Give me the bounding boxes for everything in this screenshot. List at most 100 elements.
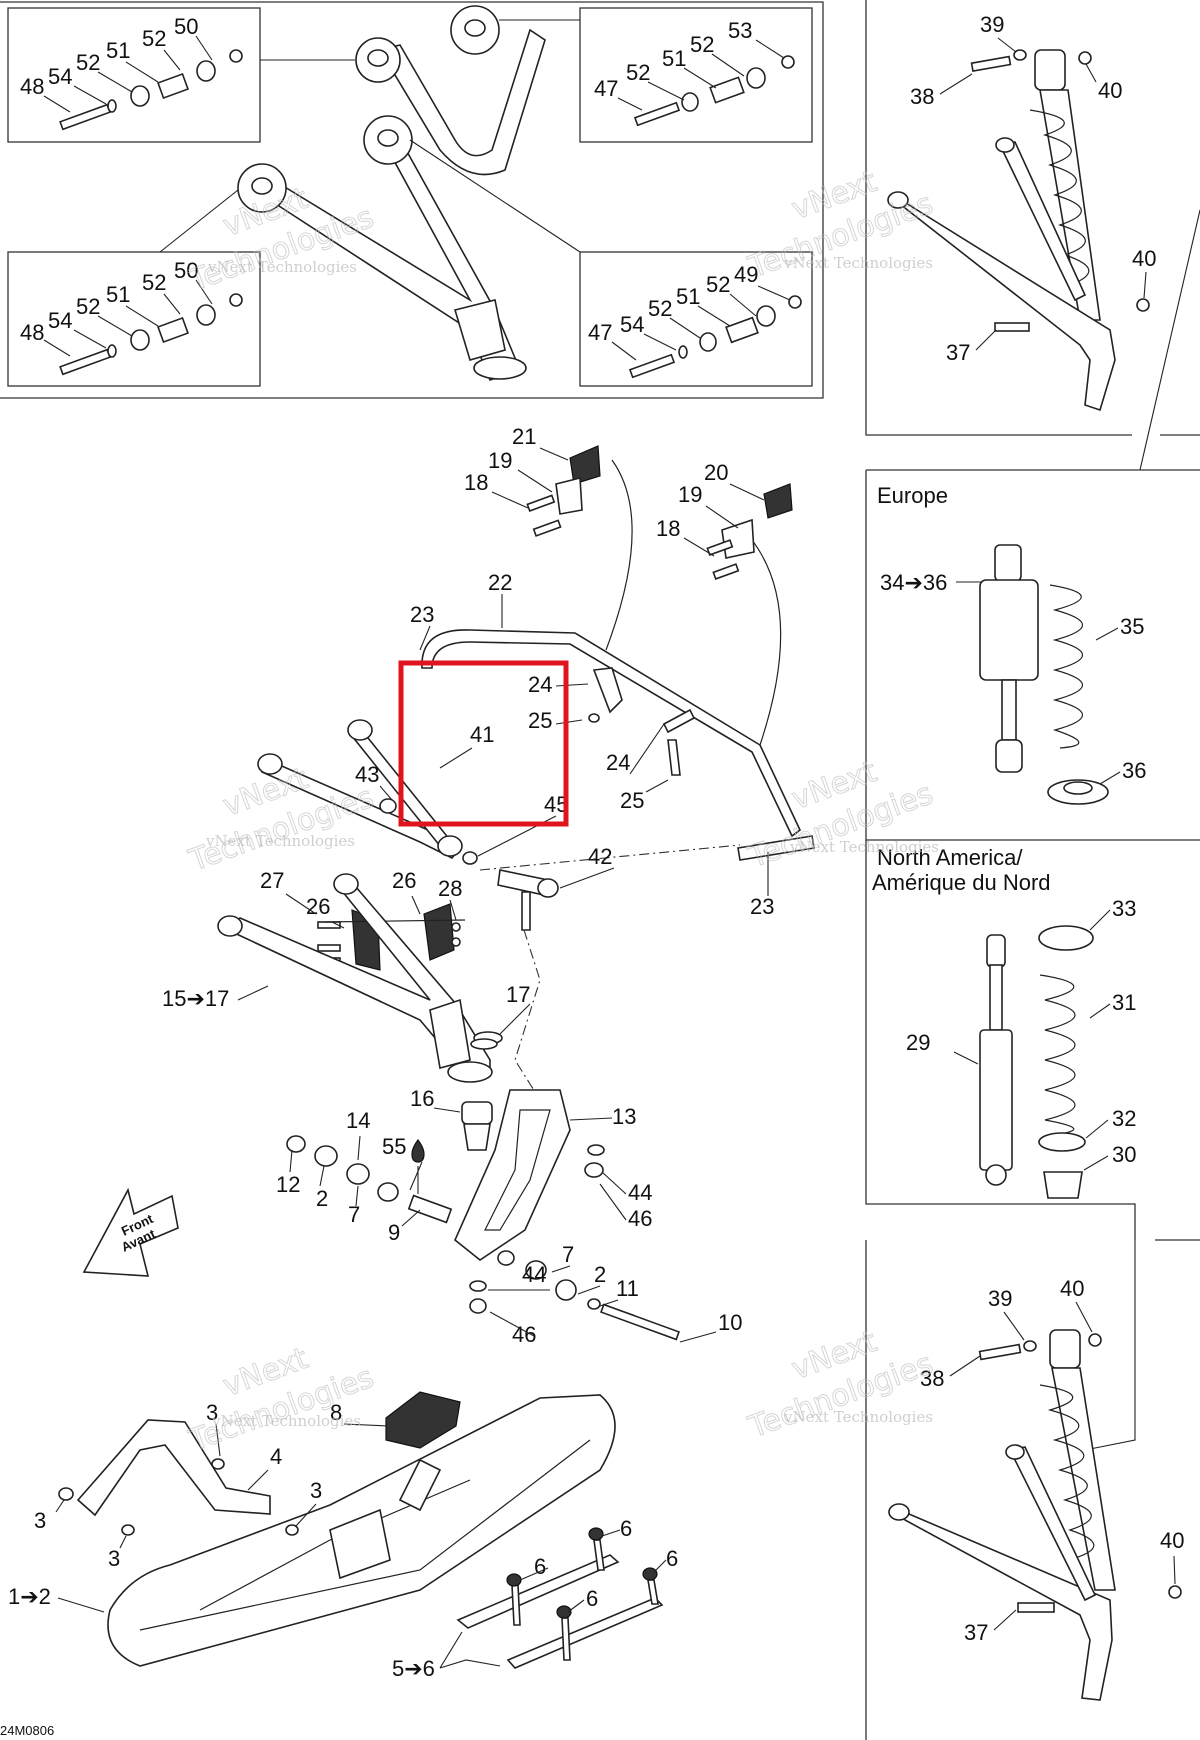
callout-6: 6 [534,1554,546,1579]
callout-19: 19 [678,482,702,507]
hardware-row-bottom-left [59,293,243,376]
callout-52: 52 [706,272,730,297]
ski-drawing [107,1394,616,1667]
shock-mounting-panel-bottom: 39 40 38 40 37 [865,1239,1200,1740]
north-america-shock-drawing [979,925,1094,1199]
callout-54: 54 [48,308,72,333]
callout-47: 47 [588,320,612,345]
callout-2: 2 [316,1186,328,1211]
callout-6: 6 [620,1516,632,1541]
spindle-drawing [454,1089,605,1266]
callout-36: 36 [1122,758,1146,783]
bushing-kit-box-top-right [579,7,813,143]
bushing-kit-box-top-left [7,7,261,143]
callout-26: 26 [392,868,416,893]
callout-4: 4 [270,1444,282,1469]
callout-3: 3 [108,1546,120,1571]
callout-15-17: 15➔17 [162,986,229,1011]
front-direction-arrow: Front Avant [82,1187,179,1277]
ball-joint-and-link-drawing [479,844,741,1101]
watermark-text: vNext Technologies [205,832,355,850]
callout-51: 51 [662,46,686,71]
callout-44: 44 [522,1262,546,1287]
callout-52: 52 [690,32,714,57]
callout-50: 50 [174,14,198,39]
callout-16: 16 [410,1086,434,1111]
callout-23: 23 [750,894,774,919]
callout-31: 31 [1112,990,1136,1015]
watermark: vNext Technologies [184,1340,379,1459]
bushing-kit-box-bottom-right [579,251,813,387]
drawing-reference-code: 24M0806 [0,1723,54,1738]
callout-24: 24 [606,750,630,775]
sway-bar-drawing [421,459,815,861]
callout-13: 13 [612,1104,636,1129]
callouts-bottom-left-box: 48 54 52 51 52 50 [20,258,213,357]
callout-34-36: 34➔36 [880,570,947,595]
highlight-selection-box [398,660,569,827]
callout-46: 46 [628,1206,652,1231]
callouts-top-right-box: 47 52 51 52 53 [594,18,785,111]
bushing-kit-box-bottom-left [7,251,261,387]
callout-33: 33 [1112,896,1136,921]
callouts-bottom-right-box: 47 54 52 51 52 49 [588,262,791,361]
shock-mounting-panel-top: 39 38 40 40 37 [865,0,1200,471]
callout-14: 14 [346,1108,370,1133]
callout-40: 40 [1060,1276,1084,1301]
callout-42: 42 [588,844,612,869]
lower-a-arm-assembly-drawing [217,873,503,1083]
lower-a-arm-drawing [159,115,581,381]
callout-2: 2 [594,1262,606,1287]
callout-51: 51 [676,284,700,309]
callout-39: 39 [988,1286,1012,1311]
callout-18: 18 [656,516,680,541]
callout-38: 38 [920,1366,944,1391]
callout-8: 8 [330,1400,342,1425]
callout-3: 3 [34,1508,46,1533]
ski-saddle-cushion-drawing [385,1391,461,1449]
callout-6: 6 [586,1586,598,1611]
front-suspension-main-assembly: 21 19 18 20 19 18 22 23 24 25 41 24 25 4… [162,424,815,1347]
panel-title-amerique-du-nord: Amérique du Nord [872,870,1051,895]
callout-27: 27 [260,868,284,893]
callout-52: 52 [626,60,650,85]
callout-32: 32 [1112,1106,1136,1131]
callout-52: 52 [76,294,100,319]
callout-29: 29 [906,1030,930,1055]
callout-53: 53 [728,18,752,43]
callout-7: 7 [562,1242,574,1267]
shock-absorber-drawing-bottom [888,1329,1182,1701]
callout-48: 48 [20,320,44,345]
callout-28: 28 [438,876,462,901]
panel-title-north-america: North America/ [877,845,1023,870]
sway-bar-links-drawing [526,445,793,776]
north-america-shock-panel: North America/ Amérique du Nord 33 31 29… [865,840,1136,1240]
callout-47: 47 [594,76,618,101]
a-arm-hardware-panel: 48 54 52 51 52 50 48 54 52 51 52 50 47 5… [0,1,824,399]
callouts-top-left-box: 48 54 52 51 52 50 [20,14,213,113]
callout-6: 6 [666,1546,678,1571]
callout-24: 24 [528,672,552,697]
callout-40: 40 [1160,1528,1184,1553]
watermark-text: vNext Technologies [783,254,933,272]
callout-5-6: 5➔6 [392,1656,435,1681]
callout-52: 52 [76,50,100,75]
callout-44: 44 [628,1180,652,1205]
europe-shock-panel: Europe 34➔36 35 36 [865,469,1200,841]
callout-51: 51 [106,38,130,63]
callout-7: 7 [348,1202,360,1227]
callout-23: 23 [410,602,434,627]
callout-1-2: 1➔2 [8,1584,51,1609]
callout-38: 38 [910,84,934,109]
shock-absorber-drawing-top [887,49,1150,412]
callout-52: 52 [648,296,672,321]
watermark-text: vNext Technologies [789,838,939,856]
callout-22: 22 [488,570,512,595]
hardware-row-top-left [59,49,243,131]
callout-55: 55 [382,1134,406,1159]
callout-21: 21 [512,424,536,449]
panel-title-europe: Europe [877,483,948,508]
hardware-row-top-right [633,55,795,127]
callout-49: 49 [734,262,758,287]
callout-18: 18 [464,470,488,495]
